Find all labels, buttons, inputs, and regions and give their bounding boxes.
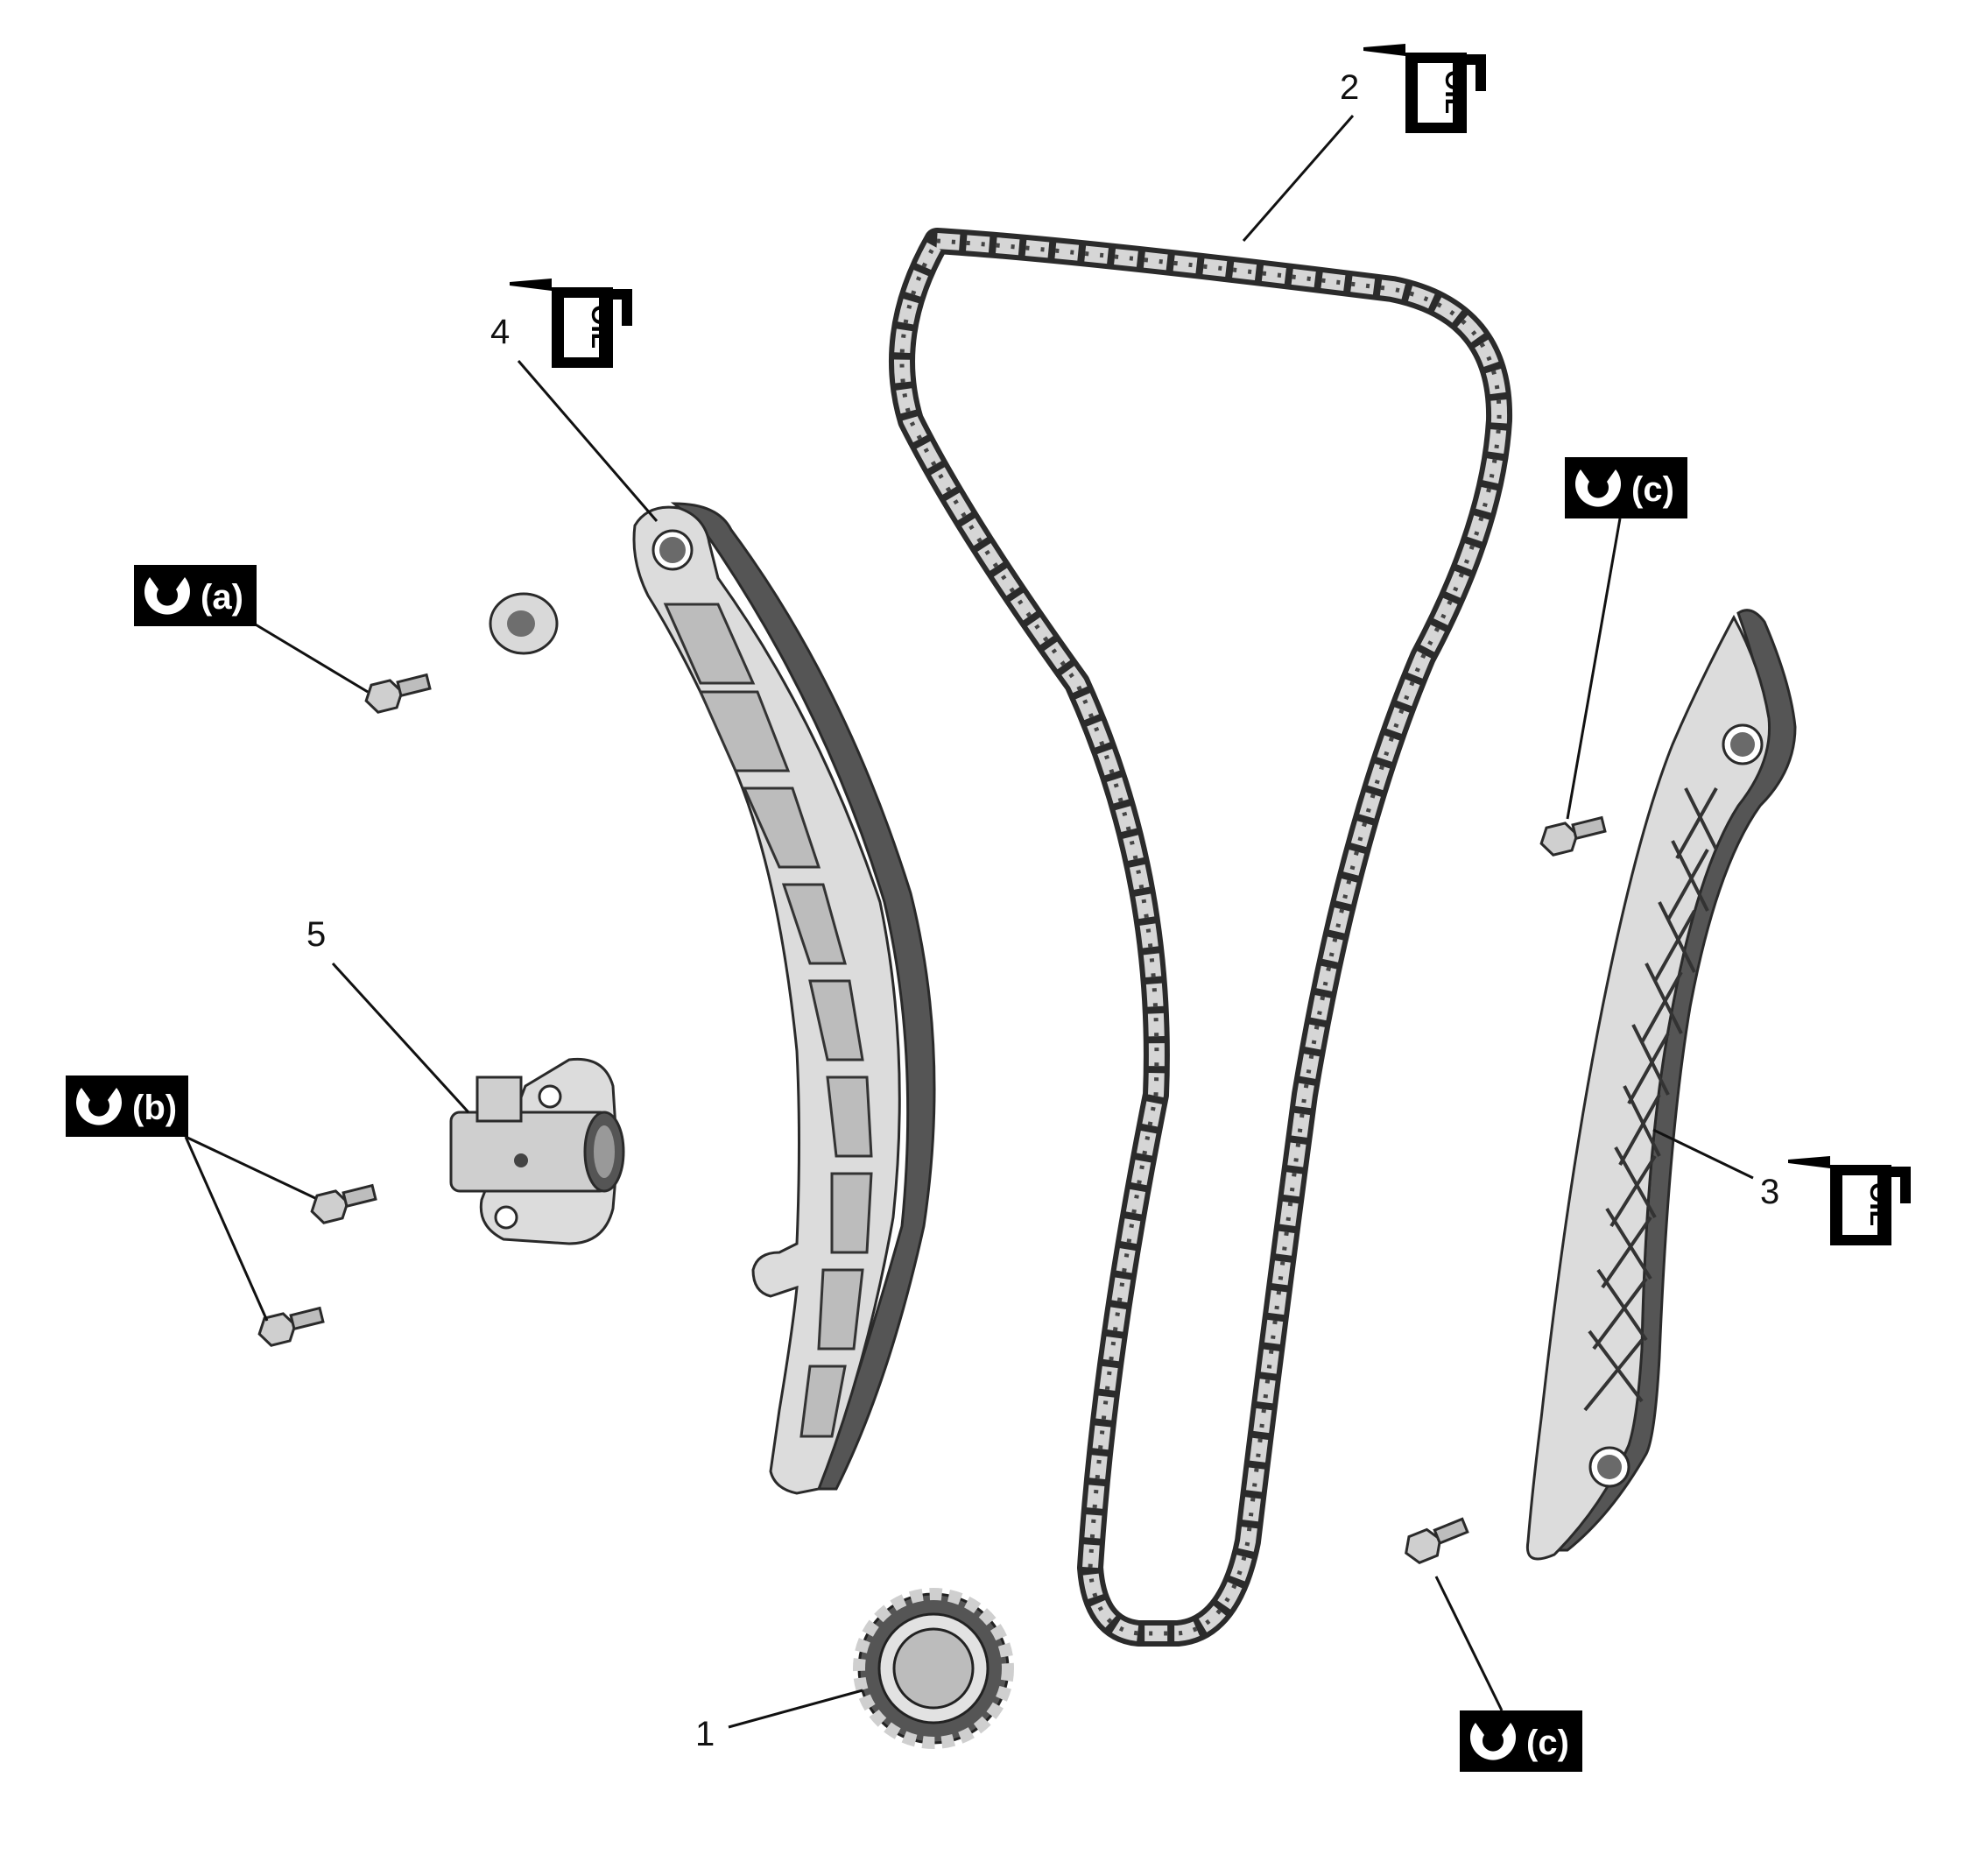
callout-4: 4 xyxy=(490,313,510,351)
washer xyxy=(489,592,559,655)
oil-label: OIL xyxy=(586,305,615,349)
callout-2: 2 xyxy=(1340,68,1359,107)
torque-label-b: (b) xyxy=(66,1076,188,1137)
leader-lines xyxy=(184,115,1754,1729)
torque-label-c-lower-text: (c) xyxy=(1526,1724,1569,1762)
torque-label-a-text: (a) xyxy=(201,578,243,617)
oil-label: OIL xyxy=(1864,1182,1893,1226)
torque-label-a: (a) xyxy=(134,565,257,626)
torque-label-c-upper: (c) xyxy=(1565,457,1687,518)
oil-can-icon: OIL xyxy=(1788,1156,1911,1245)
callout-3: 3 xyxy=(1760,1173,1779,1211)
callout-5: 5 xyxy=(306,915,326,954)
torque-label-c-upper-text: (c) xyxy=(1631,470,1674,509)
timing-chain xyxy=(889,228,1513,1647)
torque-label-c-lower: (c) xyxy=(1460,1710,1582,1772)
chain-tensioner xyxy=(449,1057,625,1245)
oil-can-icon: OIL xyxy=(510,279,632,368)
callout-1: 1 xyxy=(695,1715,715,1753)
chain-guide xyxy=(1525,609,1797,1561)
bolt-c-upper xyxy=(1536,813,1609,859)
torque-label-b-text: (b) xyxy=(132,1089,177,1127)
bolt-b-upper xyxy=(306,1181,380,1227)
bolt-a xyxy=(361,670,434,716)
tensioner-guide xyxy=(632,502,936,1495)
bolt-c-lower xyxy=(1399,1514,1473,1568)
oil-can-icon: OIL xyxy=(1363,44,1486,133)
crankshaft-sprocket xyxy=(853,1588,1014,1749)
oil-label: OIL xyxy=(1440,70,1468,114)
bolt-b-lower xyxy=(254,1303,328,1350)
